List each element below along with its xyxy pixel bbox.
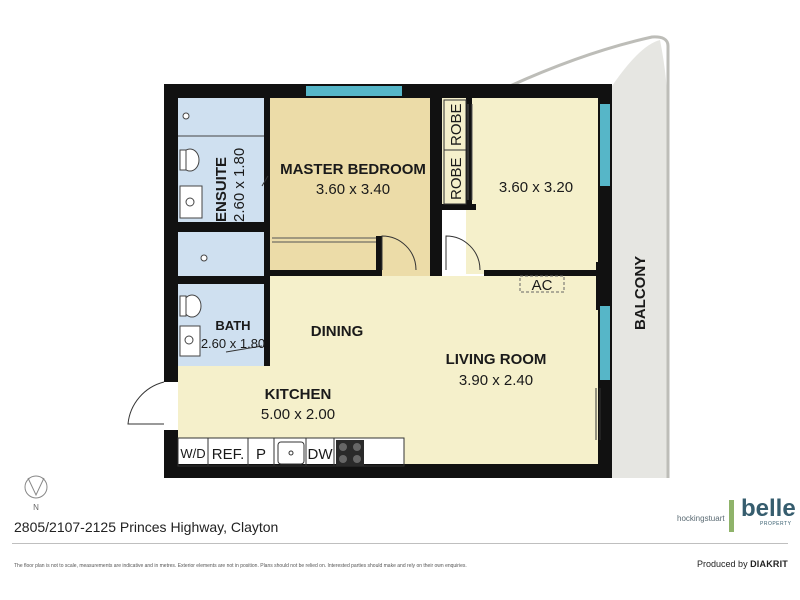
living-room-name: LIVING ROOM	[446, 351, 547, 368]
balcony-label: BALCONY	[632, 256, 649, 330]
master-bedroom-name: MASTER BEDROOM	[280, 161, 426, 178]
kitchen-bench	[178, 438, 404, 466]
master-bedroom-dims: 3.60 x 3.40	[316, 181, 390, 198]
belle-logo-sub: PROPERTY	[760, 521, 792, 527]
robe-label-2: ROBE	[448, 157, 465, 200]
disclaimer-text: The floor plan is not to scale, measurem…	[14, 563, 467, 569]
producer-credit: Produced by DIAKRIT	[697, 559, 788, 569]
robe-box-2	[443, 149, 467, 205]
kitchen-name: KITCHEN	[265, 386, 332, 403]
ensuite-name: ENSUITE	[213, 157, 230, 222]
ensuite-fixtures	[178, 112, 264, 219]
ac-label: AC	[532, 277, 553, 294]
cooktop	[336, 440, 364, 466]
robe-floor	[442, 98, 466, 204]
living-room-dims: 3.90 x 2.40	[459, 372, 533, 389]
washer-dryer-label: W/D	[180, 446, 205, 461]
compass-label: N	[33, 503, 39, 512]
interior-walls	[178, 98, 612, 366]
wardrobe-doors	[272, 104, 473, 243]
pantry-label: P	[256, 446, 266, 463]
bath-name: BATH	[215, 318, 250, 333]
bedroom-floor	[466, 98, 612, 274]
balcony-area	[612, 40, 668, 478]
kitchen-bench-items	[177, 437, 405, 467]
doors	[127, 175, 601, 440]
windows	[306, 86, 610, 380]
living-floor	[178, 276, 600, 466]
shower-floor	[178, 232, 268, 278]
balcony-outline	[509, 35, 670, 478]
fridge-label: REF.	[212, 446, 245, 463]
kitchen-dims: 5.00 x 2.00	[261, 406, 335, 423]
property-address: 2805/2107-2125 Princes Highway, Clayton	[14, 519, 279, 535]
producer-name: DIAKRIT	[750, 559, 788, 569]
belle-logo: belle	[741, 495, 796, 522]
bath-fixtures	[179, 254, 208, 357]
master-bedroom-floor	[268, 98, 436, 276]
produced-by-label: Produced by	[697, 559, 748, 569]
compass-icon	[24, 475, 48, 499]
bedroom-dims: 3.60 x 3.20	[499, 179, 573, 196]
dining-label: DINING	[311, 323, 364, 340]
dishwasher-label: DW	[308, 446, 334, 463]
robe-label-1: ROBE	[448, 103, 465, 146]
bath-dims: 2.60 x 1.80	[201, 336, 265, 351]
ensuite-dims: 2.60 x 1.80	[231, 148, 248, 222]
ac-unit	[519, 275, 565, 293]
hockingstuart-logo: hockingstuart	[677, 514, 725, 523]
belle-logo-bar	[729, 500, 734, 532]
footer-divider	[12, 543, 788, 544]
